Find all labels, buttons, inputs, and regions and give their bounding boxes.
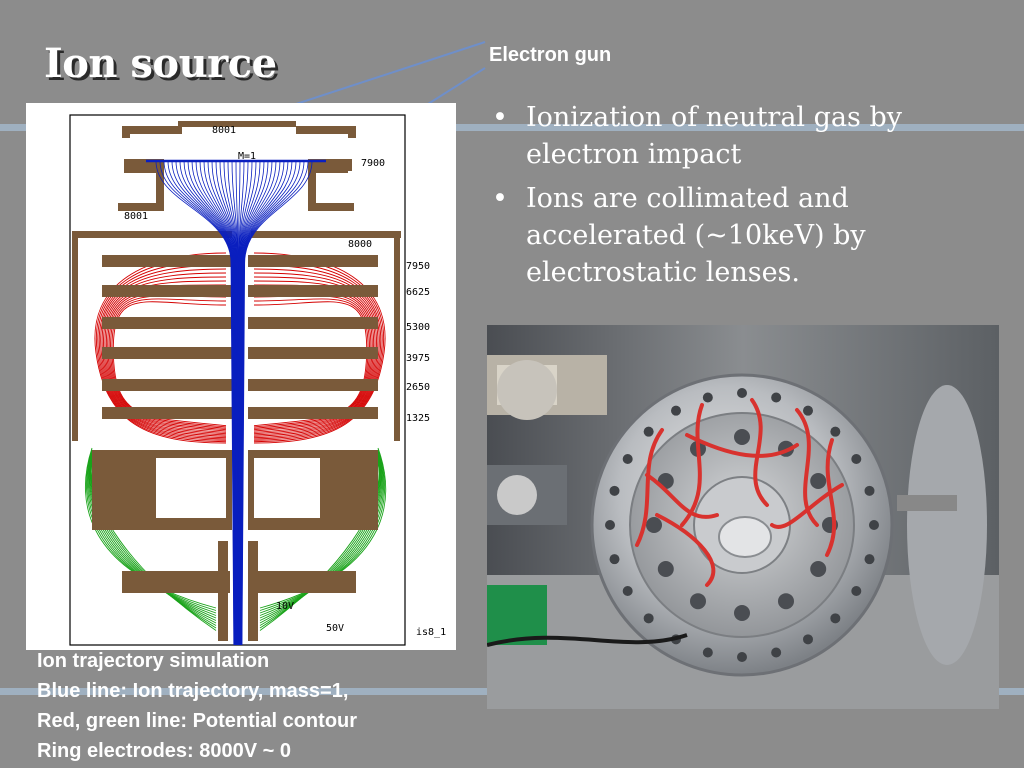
label-low-voltage: 50V: [326, 623, 344, 634]
simulation-diagram: 8001 M=1 7900 8001 8000 7950 6625 5300 3…: [69, 114, 446, 646]
ion-source-photo: [487, 325, 999, 709]
ring-plate-left: [102, 285, 232, 297]
ring-electrodes: [102, 255, 378, 419]
apparatus-illustration: [487, 325, 999, 709]
ring-plate-right: [248, 379, 378, 391]
label-ring-3: 3975: [406, 353, 430, 364]
electron-gun-electrodes: [118, 121, 356, 211]
ring-electrode-frame: [72, 231, 401, 441]
bullet-dot-icon: •: [492, 183, 508, 214]
label-ring-top: 8000: [348, 239, 372, 250]
top-stripe: [0, 124, 1024, 131]
label-left-electrode: 8001: [124, 211, 148, 222]
red-wires: [635, 398, 844, 587]
label-ring-2: 5300: [406, 322, 430, 333]
label-ring-5: 1325: [406, 413, 430, 424]
label-ring-4: 2650: [406, 382, 430, 393]
bullet-list: •Ionization of neutral gas by electron i…: [490, 99, 1000, 298]
label-top-electrode: 8001: [212, 125, 236, 136]
ring-plate-left: [102, 407, 232, 419]
caption-line: Ion trajectory simulation: [37, 650, 270, 672]
label-mass: M=1: [238, 151, 256, 162]
ring-plate-right: [248, 255, 378, 267]
caption-line: Blue line: Ion trajectory, mass=1,: [37, 680, 349, 702]
bullet-item: •Ions are collimated and accelerated (~1…: [490, 180, 1000, 291]
ring-plate-left: [102, 317, 232, 329]
label-ring-1: 6625: [406, 287, 430, 298]
ion-trajectory-simulation: 8001 M=1 7900 8001 8000 7950 6625 5300 3…: [26, 103, 456, 650]
caption-line: Ring electrodes: 8000V ~ 0: [37, 740, 292, 762]
bullet-dot-icon: •: [492, 102, 508, 133]
ring-plate-right: [248, 317, 378, 329]
slide-title: Ion source: [44, 40, 277, 87]
label-right-electrode: 7900: [361, 158, 385, 169]
electron-gun-label: Electron gun: [489, 44, 612, 66]
ring-plate-left: [102, 347, 232, 359]
ring-plate-right: [248, 407, 378, 419]
figure-caption: Ion trajectory simulation Blue line: Ion…: [37, 646, 357, 766]
ring-plate-right: [248, 347, 378, 359]
caption-line: Red, green line: Potential contour: [37, 710, 358, 732]
ring-plate-left: [102, 255, 232, 267]
label-run-id: is8_1: [416, 627, 446, 638]
ring-plate-left: [102, 379, 232, 391]
ion-trajectories: [146, 159, 326, 646]
bullet-item: •Ionization of neutral gas by electron i…: [490, 99, 1000, 173]
ring-plate-right: [248, 285, 378, 297]
label-ring-0: 7950: [406, 261, 430, 272]
label-mid-voltage: 10V: [276, 601, 294, 612]
